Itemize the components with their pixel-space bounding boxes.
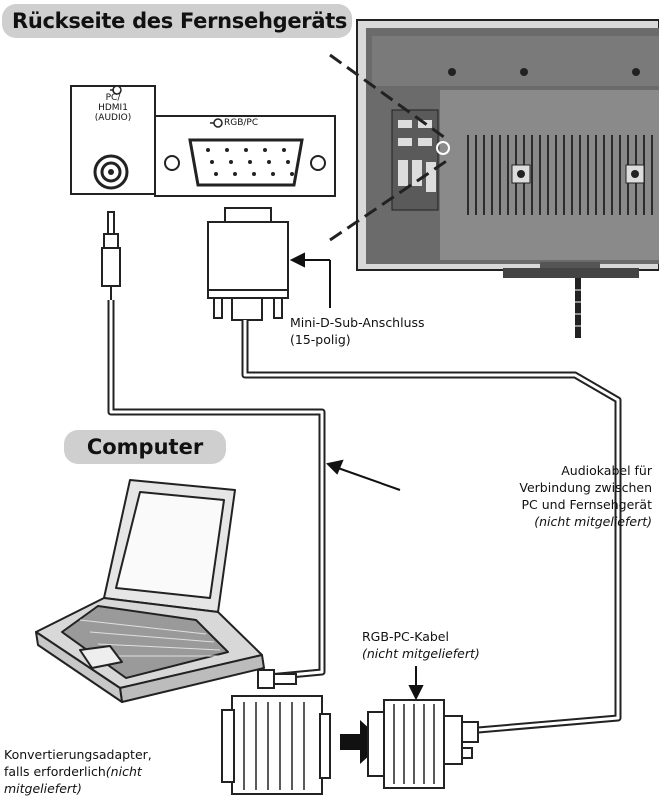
rgb-cable-label: RGB-PC-Kabel bbox=[362, 629, 449, 644]
callout-arrows bbox=[289, 252, 424, 701]
zoom-target bbox=[436, 141, 450, 155]
zoom-lines bbox=[329, 53, 449, 242]
rgb-plug-pc bbox=[367, 699, 479, 789]
vga-plug-tv bbox=[207, 207, 289, 321]
rgb-cable-note: (nicht mitgeliefert) bbox=[362, 646, 480, 661]
audio-cable-note: (nicht mitgeliefert) bbox=[534, 514, 652, 529]
adapter-illustration bbox=[221, 669, 331, 795]
adapter-note-line2: mitgeliefert) bbox=[4, 781, 82, 796]
audio-port-label: PC/ HDMI1 (AUDIO) bbox=[94, 93, 132, 123]
adapter-note: (nicht bbox=[105, 764, 142, 779]
rgb-port-label: RGB/PC bbox=[224, 118, 259, 128]
cables-inner bbox=[109, 300, 620, 732]
laptop-illustration bbox=[35, 479, 265, 703]
adapter-label: Konvertierungsadapter, falls erforderlic… bbox=[4, 747, 152, 779]
adapter-arrow bbox=[340, 720, 384, 764]
tv-back-banner: Rückseite des Fernsehgeräts bbox=[2, 4, 352, 38]
audio-cable-label: Audiokabel für Verbindung zwischen PC un… bbox=[519, 463, 652, 512]
computer-banner: Computer bbox=[64, 430, 226, 464]
audio-plug-tv bbox=[101, 211, 121, 300]
tv-back-illustration bbox=[356, 19, 659, 338]
port-panel bbox=[70, 85, 336, 197]
mini-dsub-label: Mini-D-Sub-Anschluss (15-polig) bbox=[290, 315, 425, 347]
